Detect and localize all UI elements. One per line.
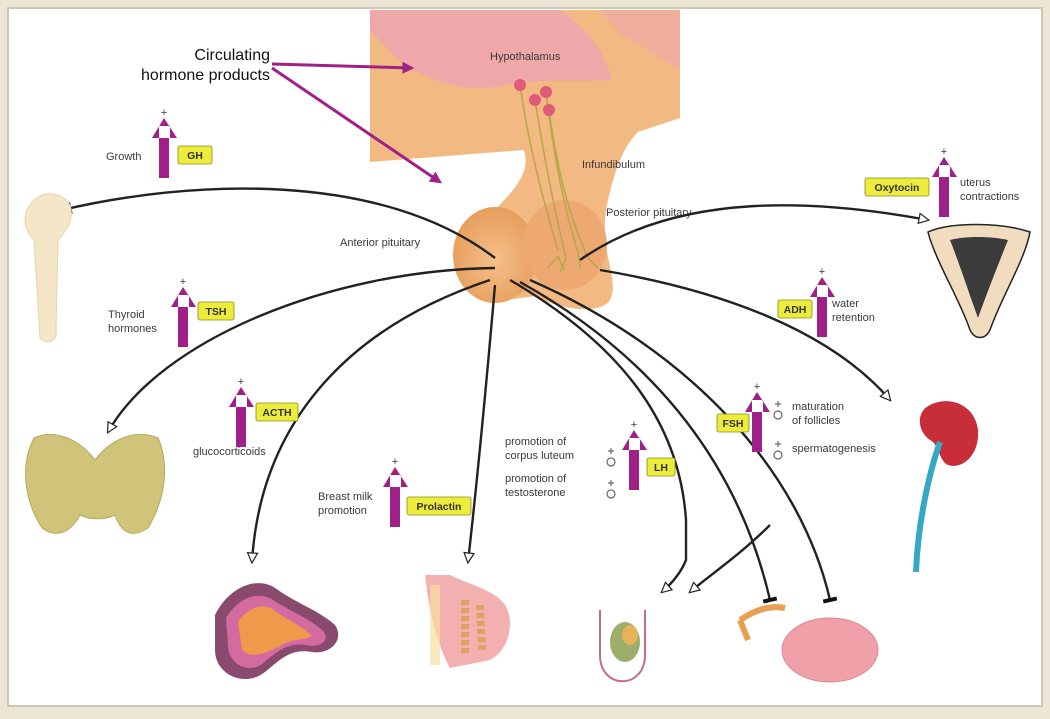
badge-acth: ACTH bbox=[262, 407, 291, 419]
sign-fsh: + bbox=[754, 381, 760, 393]
sign-acth: + bbox=[238, 376, 244, 388]
sign-prolactin: + bbox=[392, 456, 398, 468]
gh-effect: Growth bbox=[106, 151, 141, 163]
posterior-pituitary-lobe bbox=[523, 200, 607, 290]
prolactin-effect-1: Breast milk bbox=[318, 491, 373, 503]
lh-effect-2: corpus luteum bbox=[505, 450, 574, 462]
acth-effect: glucocorticoids bbox=[193, 446, 266, 458]
oxytocin-effect-2: contractions bbox=[960, 191, 1020, 203]
badge-fsh: FSH bbox=[723, 418, 744, 430]
anterior-pituitary-label: Anterior pituitary bbox=[340, 237, 421, 249]
badge-gh: GH bbox=[187, 150, 203, 162]
badge-oxytocin: Oxytocin bbox=[875, 182, 920, 194]
lh-effect-3: promotion of bbox=[505, 473, 567, 485]
sign-tsh: + bbox=[180, 276, 186, 288]
neuron-body bbox=[543, 104, 555, 116]
badge-lh: LH bbox=[654, 462, 668, 474]
sign-adh: + bbox=[819, 266, 825, 278]
sign-gh: + bbox=[161, 107, 167, 119]
fsh-effect-2: of follicles bbox=[792, 415, 841, 427]
lh-effect-1: promotion of bbox=[505, 436, 567, 448]
neuron-body bbox=[540, 86, 552, 98]
badge-prolactin: Prolactin bbox=[417, 501, 462, 513]
tsh-effect-1: Thyroid bbox=[108, 309, 145, 321]
neuron-body bbox=[514, 79, 526, 91]
annotation-line-2: hormone products bbox=[141, 67, 270, 84]
infundibulum-label: Infundibulum bbox=[582, 159, 645, 171]
hypothalamus-label: Hypothalamus bbox=[490, 51, 561, 63]
badge-adh: ADH bbox=[784, 304, 807, 316]
neuron-body bbox=[529, 94, 541, 106]
fsh-effect-1: maturation bbox=[792, 401, 844, 413]
fsh-effect-3: spermatogenesis bbox=[792, 443, 876, 455]
prolactin-effect-2: promotion bbox=[318, 505, 367, 517]
adh-effect-1: water bbox=[831, 298, 859, 310]
lh-effect-4: testosterone bbox=[505, 487, 566, 499]
tsh-effect-2: hormones bbox=[108, 323, 157, 335]
annotation-line-1: Circulating bbox=[194, 47, 270, 64]
adh-effect-2: retention bbox=[832, 312, 875, 324]
badge-tsh: TSH bbox=[206, 306, 227, 318]
sign-oxytocin: + bbox=[941, 146, 947, 158]
oxytocin-effect-1: uterus bbox=[960, 177, 991, 189]
sign-lh: + bbox=[631, 419, 637, 431]
